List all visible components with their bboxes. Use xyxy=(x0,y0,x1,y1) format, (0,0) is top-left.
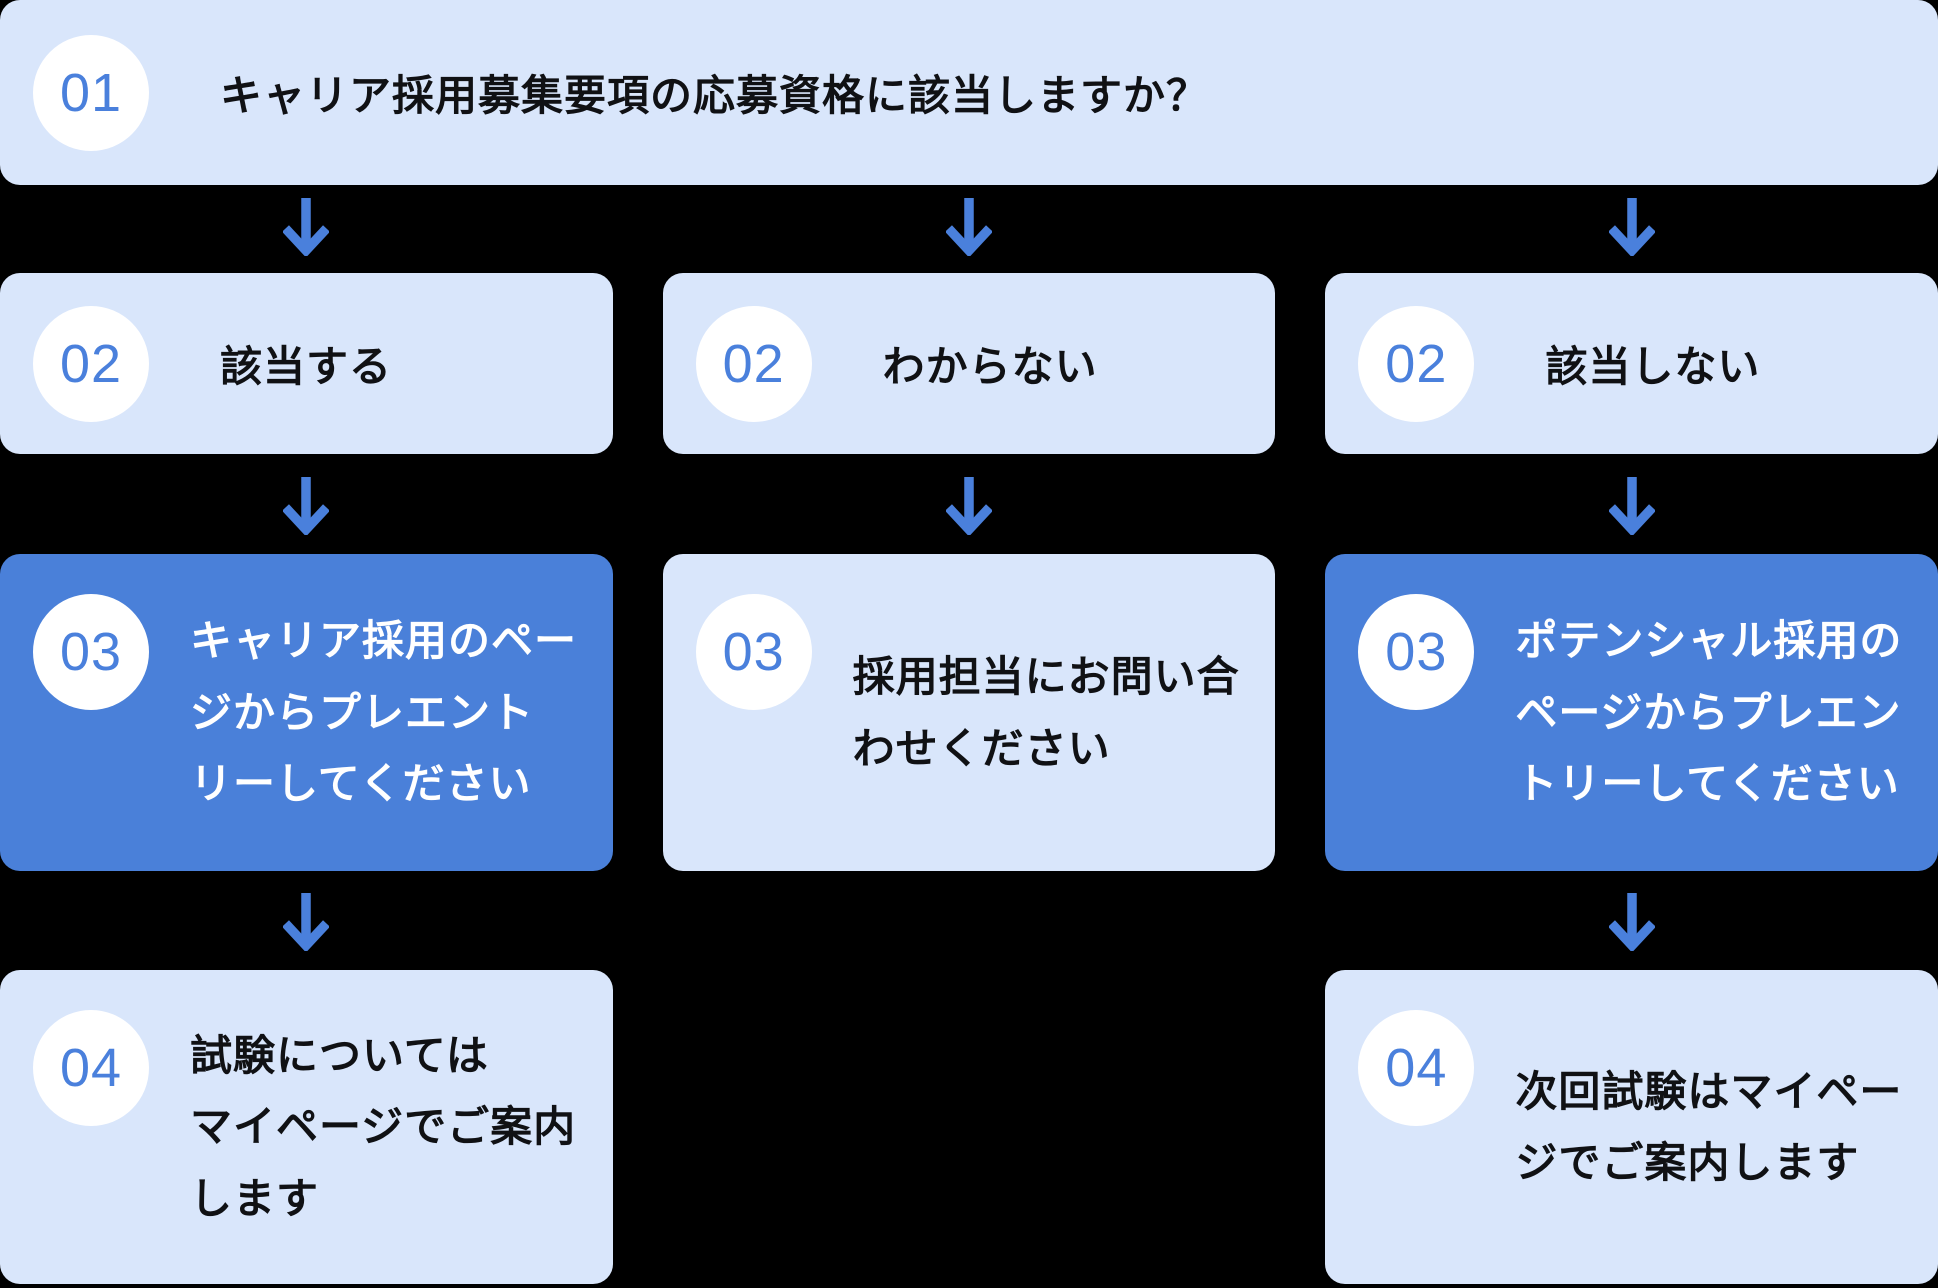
text-line: 試験については xyxy=(190,1031,489,1079)
text-line: トリーしてください xyxy=(1515,760,1900,808)
text-line: ポテンシャル採用の xyxy=(1515,617,1903,665)
step3-career-pre-entry-card[interactable]: 03 キャリア採用のペー ジからプレエント リーしてください xyxy=(0,554,613,871)
arrow-cell xyxy=(0,198,613,258)
arrows-step2-to-step3 xyxy=(0,477,1938,537)
down-arrow-icon xyxy=(945,198,992,256)
step-number-badge: 03 xyxy=(33,594,149,710)
step-number: 04 xyxy=(1385,1038,1448,1098)
down-arrow-icon xyxy=(1608,893,1655,951)
arrows-step3-to-step4 xyxy=(0,893,1938,953)
arrow-cell xyxy=(1325,477,1938,537)
arrows-step1-to-step2 xyxy=(0,198,1938,258)
step4-exam-info-card: 04 試験については マイページでご案内 します xyxy=(0,970,613,1284)
step3-contact-recruiter-text: 採用担当にお問い合 わせください xyxy=(853,641,1240,784)
down-arrow-icon xyxy=(945,477,992,535)
step-number-badge: 03 xyxy=(1358,594,1475,710)
step2-not-applicable-card: 02 該当しない xyxy=(1325,273,1938,454)
step1-question-text: キャリア採用募集要項の応募資格に該当しますか？ xyxy=(220,72,1210,119)
step-number-badge: 04 xyxy=(33,1010,149,1126)
step3-career-pre-entry-text: キャリア採用のペー ジからプレエント リーしてください xyxy=(190,605,577,819)
step-number: 04 xyxy=(59,1038,123,1098)
step-number-badge: 02 xyxy=(695,305,812,422)
text-line: リーしてください xyxy=(190,760,532,808)
step2-unsure-card: 02 わからない xyxy=(662,273,1276,454)
text-line: キャリア採用のペー xyxy=(190,617,578,665)
step1-row: 01 キャリア採用募集要項の応募資格に該当しますか？ xyxy=(0,0,1938,185)
arrow-cell xyxy=(663,198,1276,258)
down-arrow-icon xyxy=(1608,477,1655,535)
step-number: 03 xyxy=(1385,622,1448,682)
step3-row: 03 キャリア採用のペー ジからプレエント リーしてください 03 採用担当にお… xyxy=(0,554,1938,871)
step-number-badge: 02 xyxy=(1358,305,1475,422)
text-line: ジからプレエント xyxy=(190,688,535,736)
text-line: 採用担当にお問い合 xyxy=(852,653,1240,701)
step4-exam-info-text: 試験については マイページでご案内 します xyxy=(190,1020,576,1234)
text-line: ページからプレエン xyxy=(1515,688,1902,736)
arrow-cell xyxy=(1325,198,1938,258)
step2-not-applicable-label: 該当しない xyxy=(1545,343,1761,390)
step-number: 02 xyxy=(1385,333,1448,394)
step4-row: 04 試験については マイページでご案内 します 04 次回試験はマイペー ジで… xyxy=(0,970,1938,1284)
step2-row: 02 該当する 02 わからない 02 該当しない xyxy=(0,273,1938,454)
arrow-cell xyxy=(1325,893,1938,953)
step-number-badge: 01 xyxy=(33,34,149,151)
empty-cell xyxy=(663,893,1276,953)
step-number: 03 xyxy=(722,622,785,682)
step4-next-exam-info-text: 次回試験はマイペー ジでご案内します xyxy=(1515,1056,1902,1199)
down-arrow-icon xyxy=(283,477,330,535)
step-number: 03 xyxy=(59,622,123,682)
step-number-badge: 03 xyxy=(695,594,812,710)
step-number: 01 xyxy=(59,62,123,123)
arrow-cell xyxy=(0,477,613,537)
step3-potential-pre-entry-text: ポテンシャル採用の ページからプレエン トリーしてください xyxy=(1515,605,1902,819)
arrow-cell xyxy=(0,893,613,953)
text-line: マイページでご案内 xyxy=(190,1103,577,1151)
down-arrow-icon xyxy=(283,893,330,951)
step4-next-exam-info-card: 04 次回試験はマイペー ジでご案内します xyxy=(1325,970,1938,1284)
step2-applicable-label: 該当する xyxy=(220,343,393,390)
step-number: 02 xyxy=(722,333,785,394)
step-number-badge: 02 xyxy=(33,305,149,422)
text-line: わせください xyxy=(852,724,1111,772)
text-line: 次回試験はマイペー xyxy=(1515,1067,1903,1115)
step3-potential-pre-entry-card[interactable]: 03 ポテンシャル採用の ページからプレエン トリーしてください xyxy=(1325,554,1938,871)
text-line: ジでご案内します xyxy=(1515,1139,1860,1186)
step1-qualification-question-card: 01 キャリア採用募集要項の応募資格に該当しますか？ xyxy=(0,0,1938,185)
step-number: 02 xyxy=(59,333,123,394)
step2-unsure-label: わからない xyxy=(882,343,1098,390)
step-number-badge: 04 xyxy=(1358,1010,1475,1126)
step3-contact-recruiter-card: 03 採用担当にお問い合 わせください xyxy=(662,554,1276,871)
text-line: します xyxy=(190,1174,320,1222)
down-arrow-icon xyxy=(283,198,330,256)
step2-applicable-card: 02 該当する xyxy=(0,273,613,454)
arrow-cell xyxy=(663,477,1276,537)
down-arrow-icon xyxy=(1608,198,1655,256)
